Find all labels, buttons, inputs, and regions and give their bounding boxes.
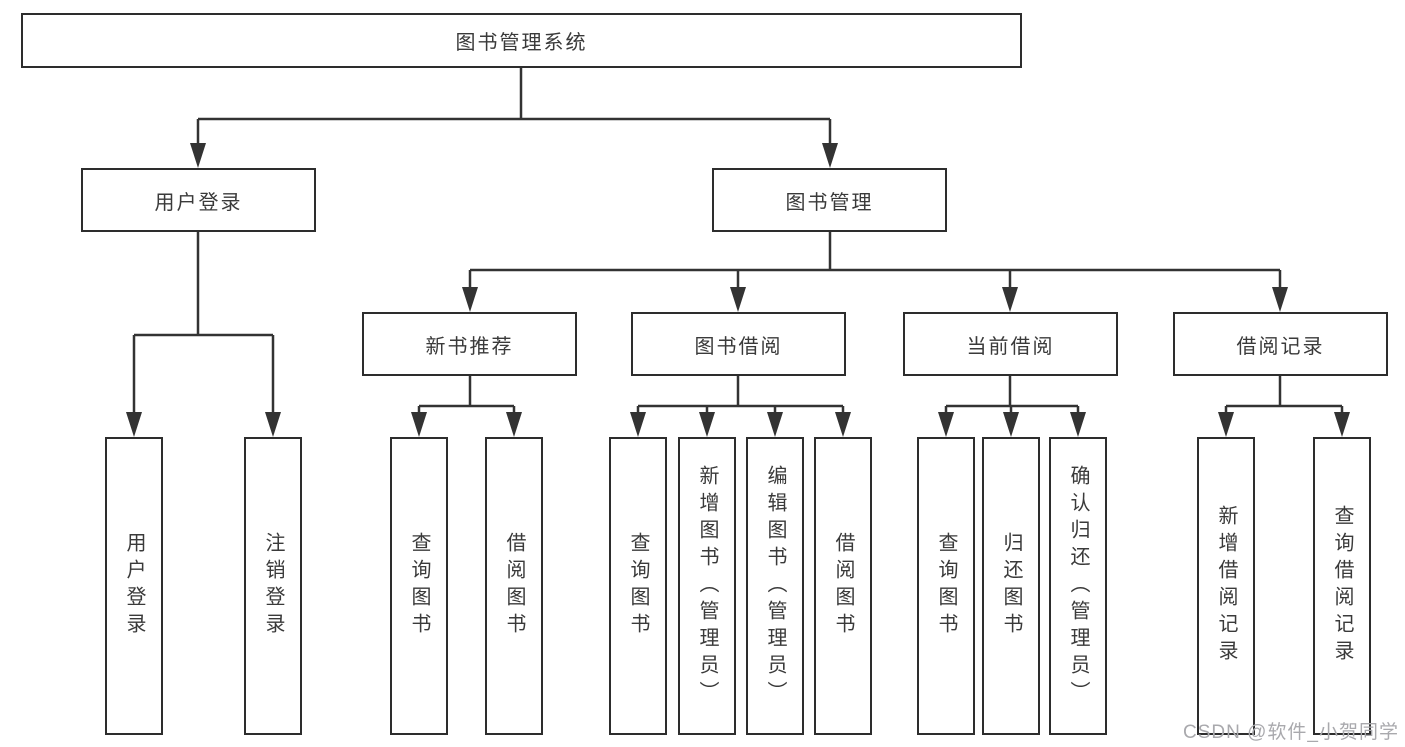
leaf-logout: 注销登录	[244, 437, 302, 735]
leaf-query-books-recommend: 查询图书	[390, 437, 448, 735]
arrowheads	[126, 143, 1350, 437]
leaf-edit-books-admin: 编辑图书（管理员）	[746, 437, 804, 735]
leaf-add-borrow-record: 新增借阅记录	[1197, 437, 1255, 735]
node-current-borrow: 当前借阅	[903, 312, 1118, 376]
node-user-login: 用户登录	[81, 168, 316, 232]
leaf-return-books: 归还图书	[982, 437, 1040, 735]
leaf-query-borrow-record: 查询借阅记录	[1313, 437, 1371, 735]
leaf-confirm-return-admin: 确认归还（管理员）	[1049, 437, 1107, 735]
csdn-watermark: CSDN @软件_小贺同学	[1183, 722, 1399, 743]
leaf-borrow-books-recommend: 借阅图书	[485, 437, 543, 735]
node-book-borrow: 图书借阅	[631, 312, 846, 376]
node-borrow-records: 借阅记录	[1173, 312, 1388, 376]
leaf-query-books-borrow: 查询图书	[609, 437, 667, 735]
leaf-query-books-current: 查询图书	[917, 437, 975, 735]
leaf-add-books-admin: 新增图书（管理员）	[678, 437, 736, 735]
leaf-borrow-books: 借阅图书	[814, 437, 872, 735]
leaf-user-login: 用户登录	[105, 437, 163, 735]
node-root: 图书管理系统	[21, 13, 1022, 68]
node-book-management: 图书管理	[712, 168, 947, 232]
node-new-book-recommend: 新书推荐	[362, 312, 577, 376]
